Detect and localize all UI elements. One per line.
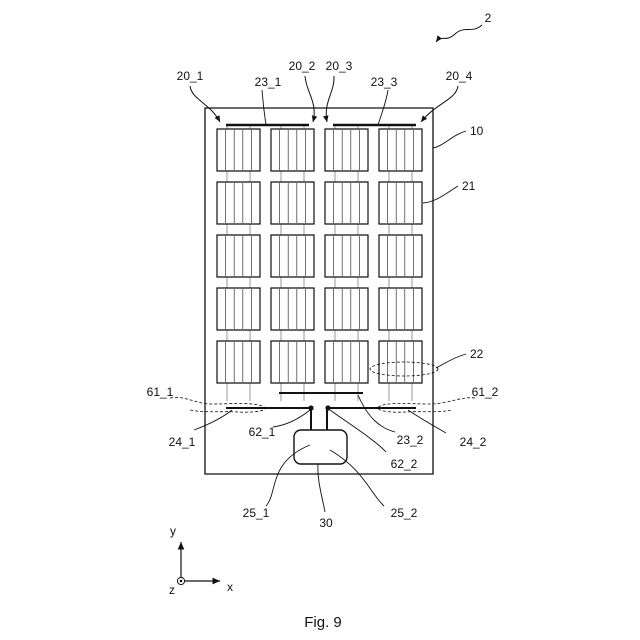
panel-21-label: 21 — [462, 179, 476, 193]
assembly-arrow — [436, 25, 482, 42]
bottom-bus-23-2-label: 23_2 — [397, 433, 424, 447]
solar-panel — [379, 182, 422, 224]
solar-panel — [325, 235, 368, 277]
column-20-2-label: 20_2 — [289, 59, 316, 73]
solar-panel — [217, 182, 260, 224]
leader-24-2 — [408, 410, 446, 433]
solar-panel — [325, 288, 368, 330]
top-bus-23-3-label: 23_3 — [371, 75, 398, 89]
cable-25-2-label: 25_2 — [391, 506, 418, 520]
loop-22-label: 22 — [470, 347, 484, 361]
loop-61-1-label: 61_1 — [147, 385, 174, 399]
terminal-24-1-label: 24_1 — [169, 435, 196, 449]
solar-panel — [271, 288, 314, 330]
leader-22 — [436, 354, 466, 368]
box-30-label: 30 — [319, 516, 333, 530]
loop-61-1-curve — [170, 397, 265, 412]
top-bus-23-1-label: 23_1 — [255, 75, 282, 89]
solar-panel — [325, 341, 368, 383]
loop-61-2-curve — [378, 398, 475, 413]
axis-y-label: y — [170, 524, 176, 538]
solar-panel — [325, 129, 368, 171]
solar-panel — [379, 341, 422, 383]
node-62-2-dot — [325, 405, 330, 410]
column-20-3-arrow — [326, 76, 334, 122]
solar-panel — [379, 288, 422, 330]
axis-x-label: x — [227, 580, 233, 594]
leader-62-1 — [273, 410, 310, 427]
leader-10 — [433, 131, 466, 148]
node-62-1-dot — [308, 405, 313, 410]
solar-panel — [271, 182, 314, 224]
assembly-label: 2 — [485, 11, 492, 25]
solar-panel — [217, 235, 260, 277]
solar-panel — [217, 288, 260, 330]
solar-panel — [325, 182, 368, 224]
cable-25-1-label: 25_1 — [243, 506, 270, 520]
column-20-3-label: 20_3 — [326, 59, 353, 73]
leader-30 — [318, 464, 325, 512]
board-10-label: 10 — [470, 124, 484, 138]
solar-panel — [217, 129, 260, 171]
figure-caption: Fig. 9 — [304, 614, 342, 631]
solar-panel — [271, 235, 314, 277]
solar-panel — [379, 129, 422, 171]
solar-panel — [271, 341, 314, 383]
column-20-4-label: 20_4 — [446, 69, 473, 83]
leader-23-2 — [358, 395, 395, 432]
node-62-2-label: 62_2 — [391, 457, 418, 471]
solar-panel — [217, 341, 260, 383]
column-20-2-arrow — [305, 76, 314, 122]
loop-61-2-label: 61_2 — [472, 385, 499, 399]
panel-grid — [217, 125, 422, 401]
leader-21 — [423, 186, 458, 203]
column-20-1-label: 20_1 — [177, 69, 204, 83]
wire-right — [327, 408, 416, 432]
junction-box — [294, 430, 347, 464]
solar-panel — [271, 129, 314, 171]
node-62-1-label: 62_1 — [249, 425, 276, 439]
axis-z-label: z — [169, 583, 175, 597]
column-20-4-arrow — [421, 86, 458, 122]
axis-indicator: y x z — [169, 524, 233, 597]
terminal-24-2-label: 24_2 — [460, 435, 487, 449]
leader-24-1 — [194, 410, 232, 430]
solar-panel — [379, 235, 422, 277]
